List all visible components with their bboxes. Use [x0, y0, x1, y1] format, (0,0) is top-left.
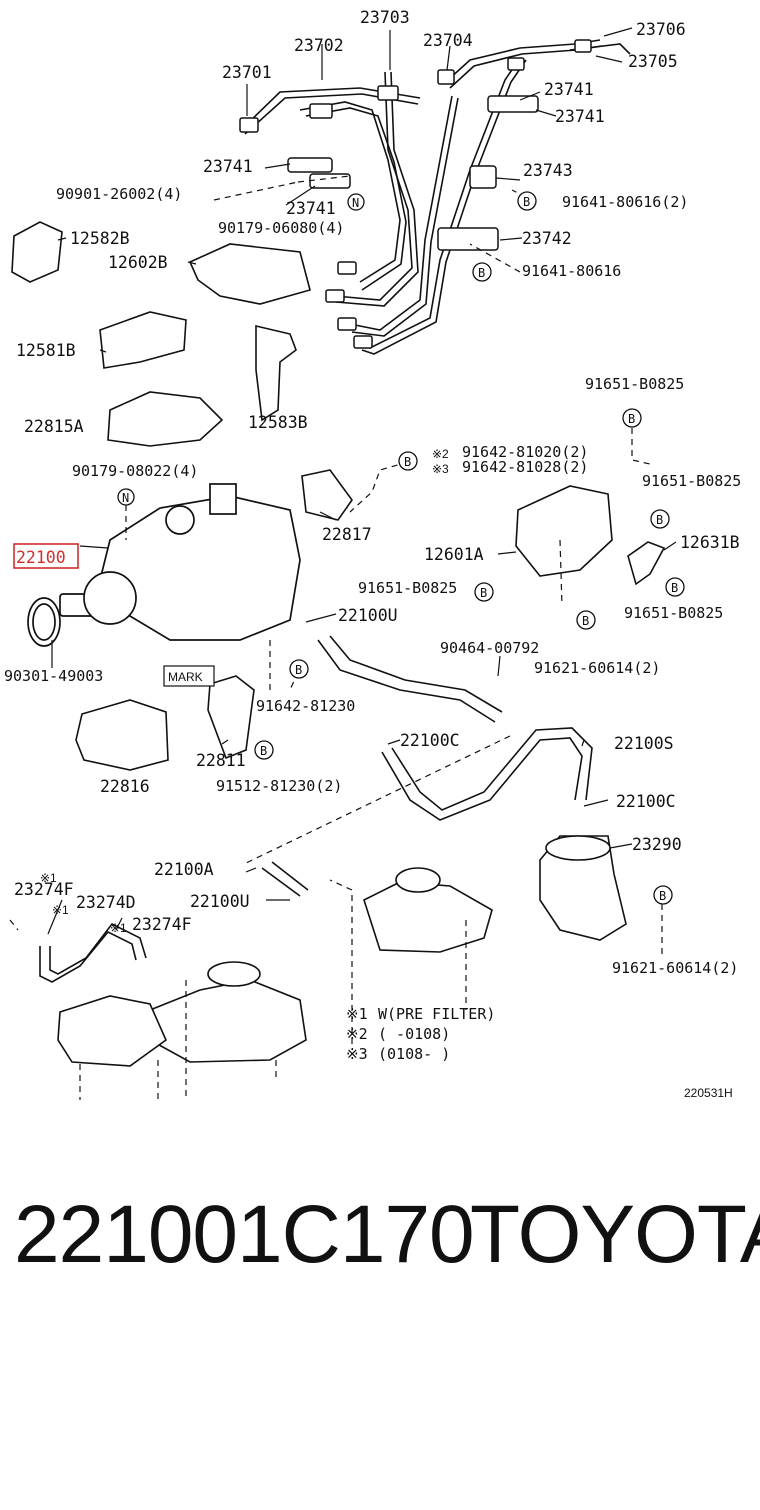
part-label[interactable]: 12583B [248, 413, 308, 432]
part-label[interactable]: 91641-80616 [522, 262, 621, 280]
notes-legend: ※1 W(PRE FILTER) ※2 ( -0108) ※3 (0108- ) [346, 1005, 495, 1063]
marker-b: B [480, 586, 487, 600]
part-label[interactable]: 23274D [76, 893, 136, 912]
part-label[interactable]: 23274F [132, 915, 192, 934]
part-label[interactable]: 12582B [70, 229, 130, 248]
marker-b: B [582, 614, 589, 628]
highlighted-part-label[interactable]: 22100 [16, 548, 66, 567]
marker-b: B [671, 581, 678, 595]
part-label[interactable]: 22100U [338, 606, 398, 625]
part-label[interactable]: 22100A [154, 860, 214, 879]
part-label[interactable]: 23742 [522, 229, 572, 248]
part-label[interactable]: 90301-49003 [4, 667, 103, 685]
marker-b: B [404, 455, 411, 469]
part-label[interactable]: 90179-06080(4) [218, 219, 344, 237]
mark-box [163, 665, 215, 687]
note-mark: ※2 [432, 447, 449, 461]
leader-solid-lines [47, 27, 677, 935]
note-mark: ※1 [40, 871, 57, 885]
marker-b: B [478, 266, 485, 280]
part-label[interactable]: 22811 [196, 751, 246, 770]
marker-b: B [523, 195, 530, 209]
part-label[interactable]: 23743 [523, 161, 573, 180]
part-label[interactable]: 23741 [286, 199, 336, 218]
part-label[interactable]: 23741 [555, 107, 605, 126]
note-mark: ※3 [346, 1045, 368, 1063]
circle-marker-letters: B B N B B N B B B B B B B [122, 195, 678, 903]
part-label[interactable]: 23706 [636, 20, 686, 39]
part-number: 221001C170 [14, 1189, 475, 1280]
part-label[interactable]: 91641-80616(2) [562, 193, 688, 211]
marker-b: B [628, 412, 635, 426]
highlight-box [13, 543, 79, 569]
marker-n: N [122, 491, 129, 505]
note-mark: ※2 [346, 1025, 368, 1043]
pipe-clamps [239, 39, 592, 349]
injection-pump [27, 483, 301, 647]
part-label[interactable]: 91642-81020(2) [462, 443, 588, 461]
marker-b: B [659, 889, 666, 903]
part-label[interactable]: 23290 [632, 835, 682, 854]
part-label[interactable]: 12581B [16, 341, 76, 360]
part-label[interactable]: 23703 [360, 8, 410, 27]
upper-covers [11, 221, 311, 447]
fuel-hoses [39, 635, 593, 983]
part-label[interactable]: 91651-B0825 [624, 604, 723, 622]
part-label[interactable]: 91642-81028(2) [462, 458, 588, 476]
exploded-view-drawing: B B N B B N B B B B B B B 22100 MARK 237… [4, 8, 741, 1100]
circle-markers [117, 191, 685, 905]
part-label[interactable]: 23741 [544, 80, 594, 99]
marker-b: B [260, 744, 267, 758]
part-label[interactable]: 22100C [400, 731, 460, 750]
mark-label: MARK [168, 670, 203, 684]
note-text: ( -0108) [378, 1025, 450, 1043]
part-label[interactable]: 90464-00792 [440, 639, 539, 657]
part-label[interactable]: 22817 [322, 525, 372, 544]
part-label[interactable]: 91512-81230(2) [216, 777, 342, 795]
part-label[interactable]: 91651-B0825 [585, 375, 684, 393]
part-labels: 23703 23706 23702 23704 23705 23701 2374… [4, 8, 741, 977]
part-label[interactable]: 23701 [222, 63, 272, 82]
part-label[interactable]: 90901-26002(4) [56, 185, 182, 203]
note-mark: ※1 [52, 903, 69, 917]
marker-b: B [295, 663, 302, 677]
reference-code: 220531H [684, 1086, 733, 1100]
bracket-parts [75, 469, 666, 771]
part-label[interactable]: 12601A [424, 545, 484, 564]
part-label[interactable]: 23741 [203, 157, 253, 176]
part-label[interactable]: 23274F [14, 880, 74, 899]
part-label[interactable]: 91651-B0825 [642, 472, 741, 490]
fuel-filters [57, 835, 627, 1067]
marker-n: N [352, 196, 359, 210]
note-mark: ※3 [432, 462, 449, 476]
part-label[interactable]: 90179-08022(4) [72, 462, 198, 480]
note-mark: ※1 [346, 1005, 368, 1023]
marker-b: B [656, 513, 663, 527]
part-label[interactable]: 91642-81230 [256, 697, 355, 715]
part-label[interactable]: 22816 [100, 777, 150, 796]
part-label[interactable]: 12602B [108, 253, 168, 272]
leader-dashed-lines [9, 175, 663, 1100]
part-label[interactable]: 12631B [680, 533, 740, 552]
brand-name: TOYOTA [470, 1189, 760, 1280]
part-label[interactable]: 23702 [294, 36, 344, 55]
part-label[interactable]: 22100U [190, 892, 250, 911]
note-text: W(PRE FILTER) [378, 1005, 495, 1023]
part-label[interactable]: 91621-60614(2) [612, 959, 738, 977]
part-label[interactable]: 22100C [616, 792, 676, 811]
part-label[interactable]: 91651-B0825 [358, 579, 457, 597]
part-label[interactable]: 91621-60614(2) [534, 659, 660, 677]
note-text: (0108- ) [378, 1045, 450, 1063]
part-label[interactable]: 22100S [614, 734, 674, 753]
part-label[interactable]: 22815A [24, 417, 84, 436]
part-label[interactable]: 23704 [423, 31, 473, 50]
parts-diagram: B B N B B N B B B B B B B 22100 MARK 237… [4, 8, 741, 1100]
note-mark: ※1 [110, 921, 127, 935]
footer-caption: 221001C170 TOYOTA [0, 1180, 760, 1290]
part-label[interactable]: 23705 [628, 52, 678, 71]
